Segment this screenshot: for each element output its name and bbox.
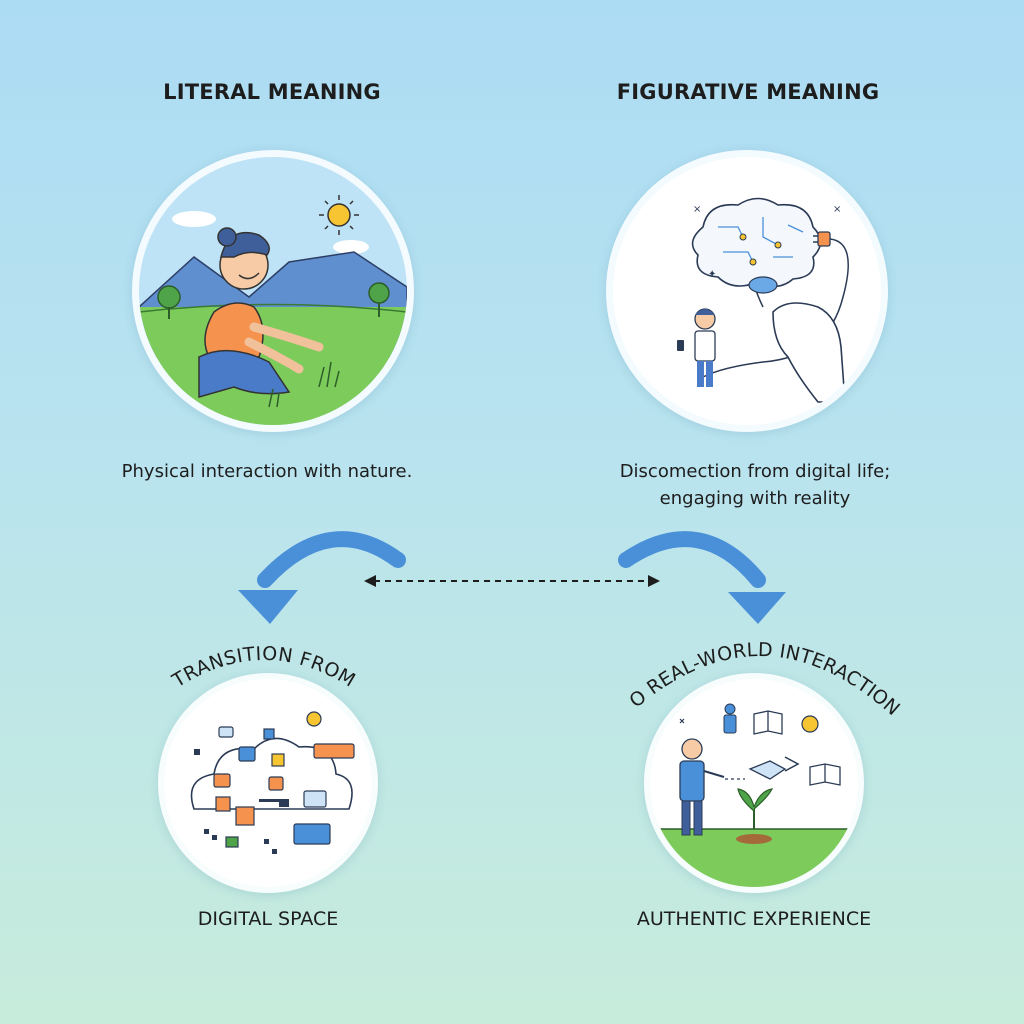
small-person-icon (723, 703, 737, 734)
authentic-experience-caption: AUTHENTIC EXPERIENCE (636, 908, 872, 930)
digital-space-caption: DIGITAL SPACE (197, 908, 339, 930)
sun-icon (319, 195, 359, 235)
book-icon (753, 710, 783, 735)
person-icon (198, 227, 324, 398)
svg-text:✦: ✦ (708, 269, 716, 280)
sprout-icon (736, 788, 774, 844)
left-curved-arrow (238, 531, 406, 624)
svg-text:×: × (693, 204, 701, 215)
digital-space-illustration (158, 673, 378, 893)
literal-heading: LITERAL MEANING (163, 80, 381, 104)
handshake-icon (748, 756, 800, 780)
hand-icon (772, 302, 846, 403)
person-phone-icon (677, 308, 716, 387)
figurative-illustration: × × ✦ (606, 150, 888, 432)
right-curved-arrow (618, 531, 786, 624)
brain-icon (691, 197, 822, 308)
figurative-caption-line2: engaging with reality (659, 488, 851, 509)
standing-person-icon (679, 738, 725, 836)
literal-caption: Physical interaction with nature. (121, 461, 413, 482)
small-sun-icon (801, 715, 819, 733)
dashed-double-arrow (364, 575, 660, 587)
book-icon-2 (809, 763, 841, 786)
real-world-illustration (644, 673, 864, 893)
figurative-heading: FIGURATIVE MEANING (616, 80, 880, 104)
figurative-caption-line1: Discomection from digital life; (619, 461, 891, 482)
svg-text:×: × (833, 204, 841, 215)
literal-illustration (132, 150, 414, 432)
